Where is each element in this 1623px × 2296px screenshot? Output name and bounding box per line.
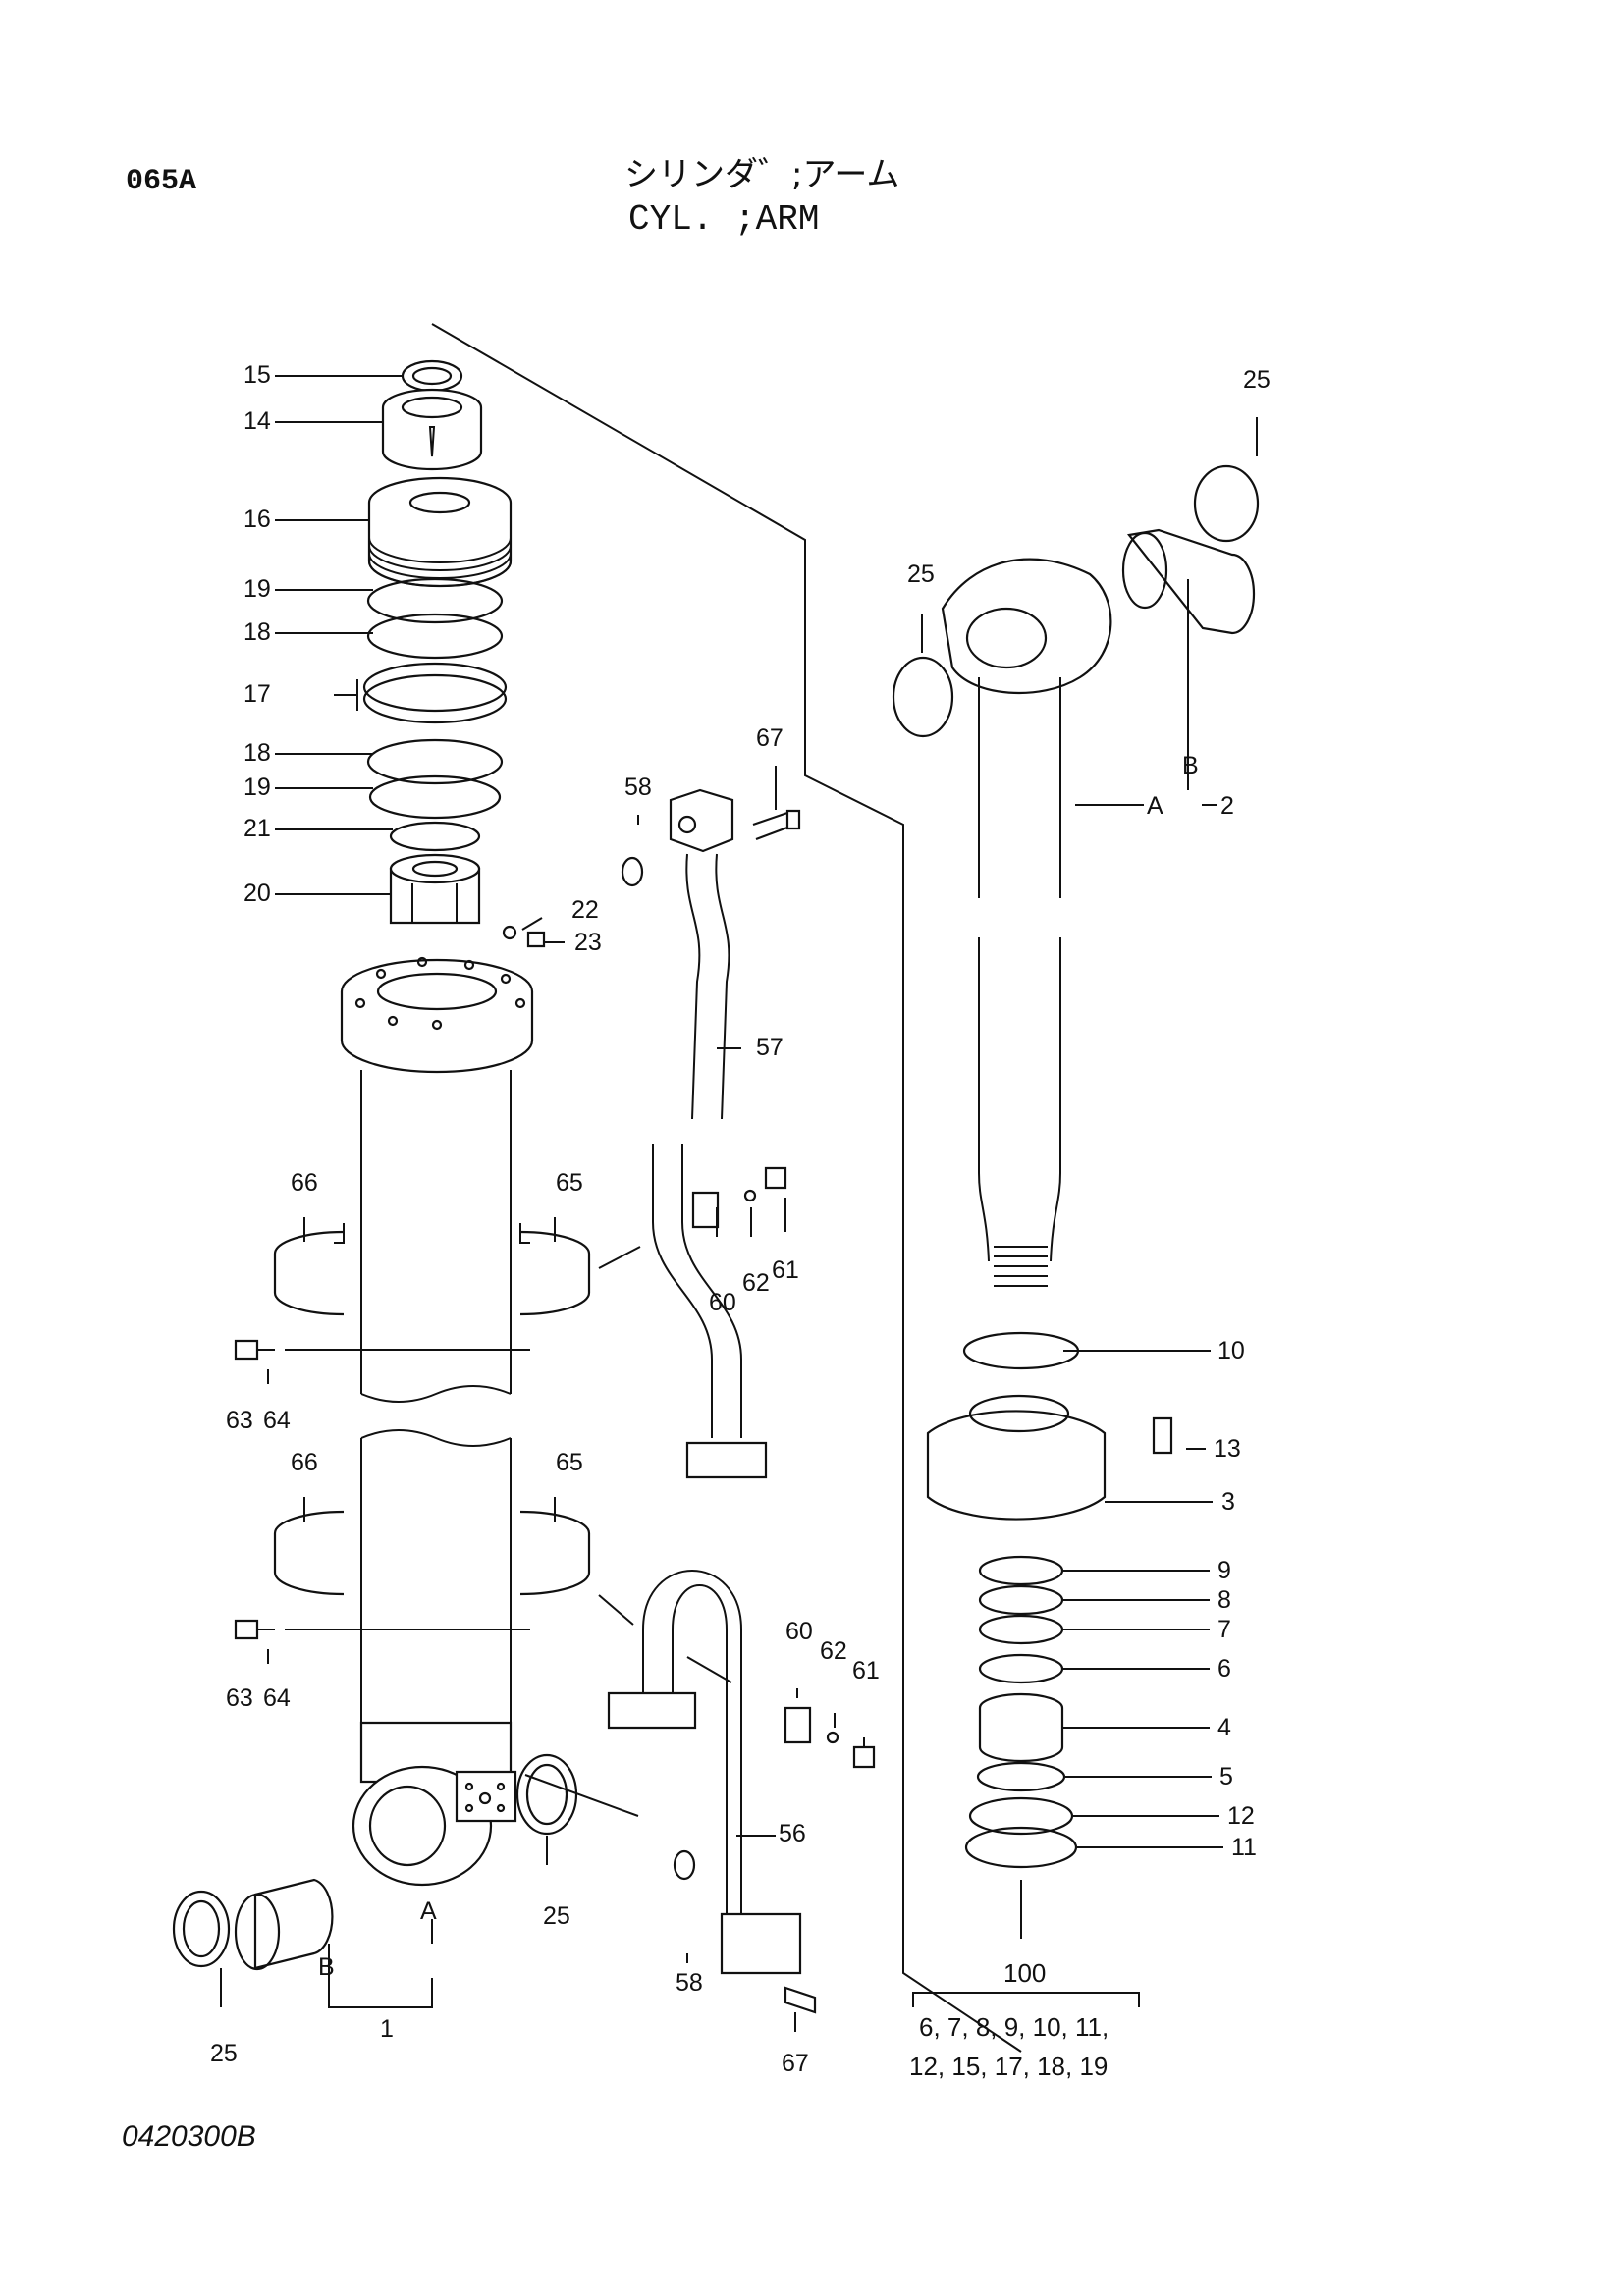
leader-lines [220,323,1258,2053]
pipe-56 [524,1570,817,2014]
callout-12: 12 [1227,1802,1255,1830]
callout-18: 18 [243,618,271,646]
kit-members-line2: 12, 15, 17, 18, 19 [909,2052,1109,2081]
callout-10: 10 [1217,1337,1245,1364]
callout-19: 19 [243,575,271,603]
callout-61: 61 [772,1256,799,1284]
cylinder-tube-upper [340,956,534,1403]
callout-7: 7 [1217,1616,1231,1643]
cylinder-head-stack [362,359,546,948]
kit-number: 100 [1003,1958,1047,1988]
callout-25-rod-left: 25 [907,561,935,588]
callout-61-lower: 61 [852,1657,880,1684]
callout-17: 17 [243,680,271,708]
callout-3: 3 [1221,1488,1235,1516]
callout-9: 9 [1217,1557,1231,1584]
cylinder-tube-lower [352,1429,517,1887]
callout-60: 60 [709,1289,736,1316]
callout-labels: 15 14 16 19 18 17 18 19 21 20 22 23 66 6… [210,361,1271,2077]
callout-65: 65 [556,1169,583,1197]
callout-25-bushing: 25 [210,2040,238,2067]
callout-B-tube: B [318,1953,335,1981]
bushing-left [172,1753,578,1971]
pipe-57 [621,788,801,1479]
callout-5: 5 [1219,1763,1233,1790]
document-code: 0420300B [122,2120,256,2153]
callout-57: 57 [756,1034,784,1061]
callout-23: 23 [574,929,602,956]
callout-67-lower: 67 [782,2050,809,2077]
callout-63-lower: 63 [226,1684,253,1712]
clamp-lower [234,1510,634,1640]
piston-stack [926,1331,1173,1869]
callout-25-tube: 25 [543,1902,570,1930]
callout-22: 22 [571,896,599,924]
page-code: 065A [126,165,197,198]
piston-rod [892,464,1260,1287]
callout-58: 58 [624,774,652,801]
title-japanese: シリンダ゛;アーム [624,155,900,194]
callout-19-lower: 19 [243,774,271,801]
callout-64: 64 [263,1407,291,1434]
callout-11: 11 [1231,1834,1257,1861]
callout-62-lower: 62 [820,1637,847,1665]
callout-4: 4 [1217,1714,1231,1741]
callout-8: 8 [1217,1586,1231,1614]
callout-A-tube: A [420,1897,437,1925]
clamp-upper [234,1223,641,1361]
callout-16: 16 [243,506,271,533]
title-english: CYL. ;ARM [628,199,820,240]
callout-20: 20 [243,880,271,907]
clip-hardware [691,1166,876,1769]
callout-65-lower: 65 [556,1449,583,1476]
callout-66: 66 [291,1169,318,1197]
kit-bracket [912,1992,1140,2007]
callout-15: 15 [243,361,271,389]
kit-members-line1: 6, 7, 8, 9, 10, 11, [919,2012,1109,2042]
callout-58-lower: 58 [676,1969,703,1997]
callout-6: 6 [1217,1655,1231,1682]
callout-62: 62 [742,1269,770,1297]
callout-60-lower: 60 [785,1618,813,1645]
callout-18-lower: 18 [243,739,271,767]
callout-25-rod-right: 25 [1243,366,1271,394]
callout-14: 14 [243,407,271,435]
callout-63: 63 [226,1407,253,1434]
callout-21: 21 [243,815,271,842]
callout-A-rod: A [1147,792,1163,820]
callout-1: 1 [380,2015,394,2043]
callout-B-rod: B [1182,752,1199,779]
callout-56: 56 [779,1820,806,1847]
callout-66-lower: 66 [291,1449,318,1476]
callout-64-lower: 64 [263,1684,291,1712]
callout-13: 13 [1214,1435,1241,1463]
callout-2: 2 [1220,792,1234,820]
callout-67: 67 [756,724,784,752]
